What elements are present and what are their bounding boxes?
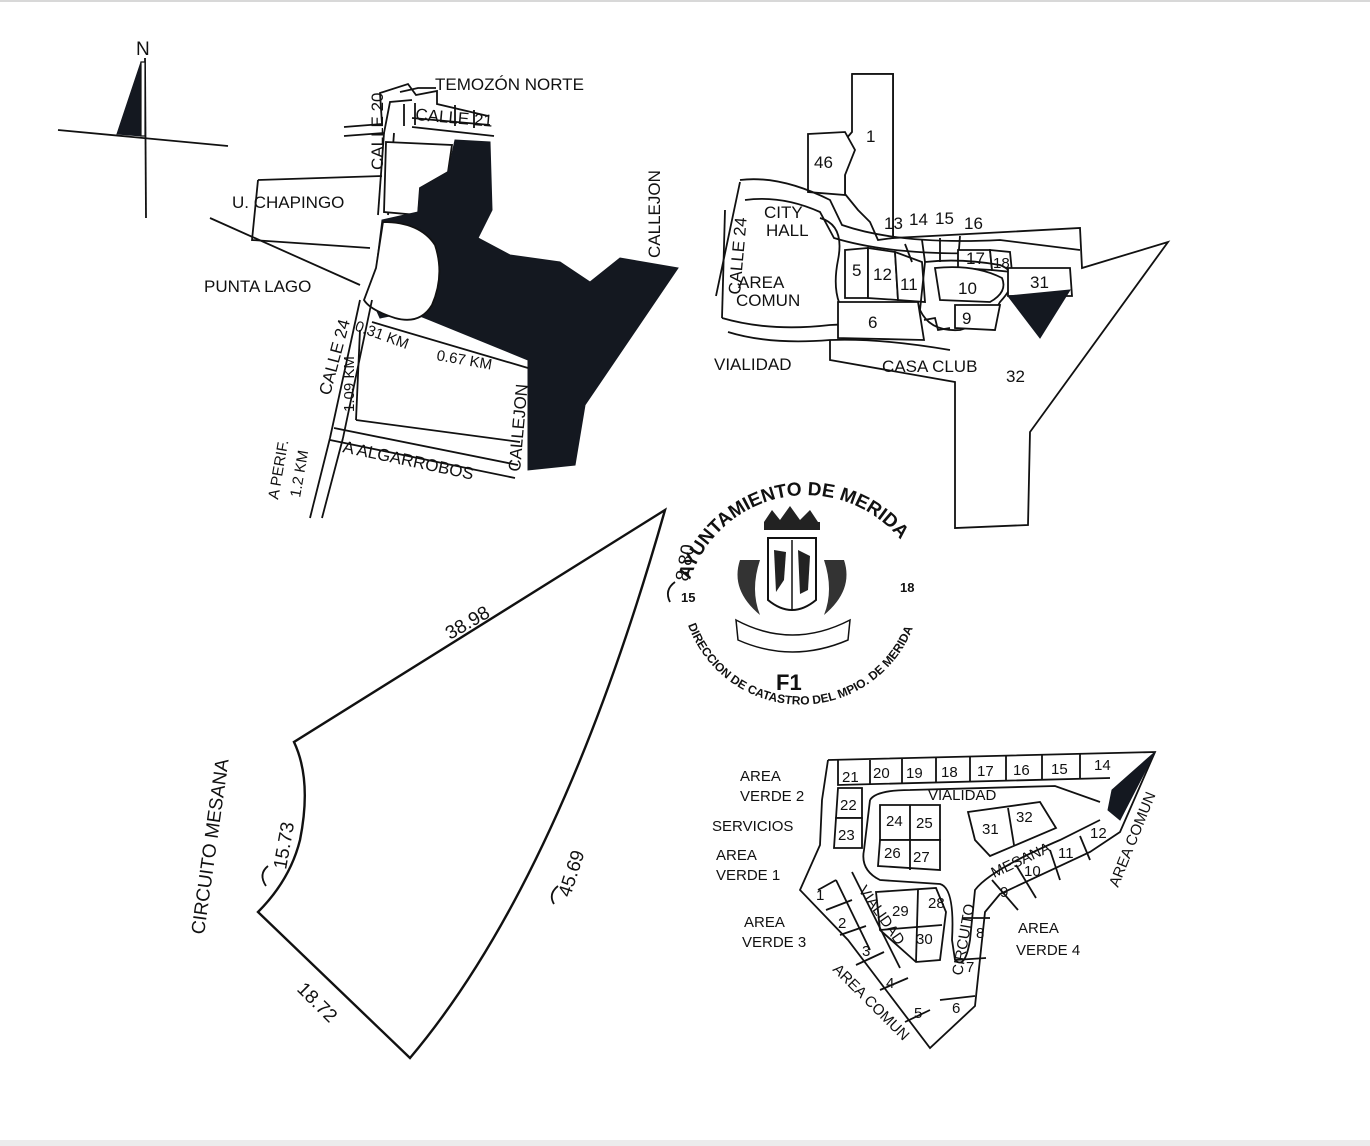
sub-lot-30: 30 — [916, 931, 933, 948]
area-verde-4-line1: AREA — [1018, 920, 1059, 937]
sub-lot-23: 23 — [838, 827, 855, 844]
sub-lot-9: 9 — [1000, 884, 1008, 901]
distance-12-label: 1.2 KM — [287, 449, 312, 499]
site-lot-10: 10 — [958, 279, 977, 298]
area-verde-3-line1: AREA — [744, 914, 785, 931]
site-lot-18: 18 — [993, 255, 1010, 272]
site-lot-1: 1 — [866, 127, 875, 146]
sub-lot-2: 2 — [838, 915, 846, 932]
side-top-dimension: 38.98 — [442, 602, 494, 644]
sub-vialidad-top: VIALIDAD — [928, 787, 997, 804]
sub-lot-8: 8 — [976, 925, 984, 942]
sub-lot-12: 12 — [1090, 825, 1107, 842]
north-label: N — [136, 39, 150, 60]
sub-lot-29: 29 — [892, 903, 909, 920]
sub-lot-16: 16 — [1013, 762, 1030, 779]
site-lot-32: 32 — [1006, 367, 1025, 386]
area-verde-2-line1: AREA — [740, 768, 781, 785]
sub-lot-26: 26 — [884, 845, 901, 862]
site-vialidad-label: VIALIDAD — [714, 355, 791, 374]
sub-lot-11: 11 — [1058, 845, 1074, 862]
site-map: 1 46 CITY HALL CALLE 24 AREA COMUN 13 14… — [714, 73, 1171, 529]
area-verde-3-line2: VERDE 3 — [742, 934, 806, 951]
sub-lot-17: 17 — [977, 763, 994, 780]
hall-label: HALL — [766, 221, 809, 240]
punta-lago-label: PUNTA LAGO — [204, 277, 311, 296]
sub-lot-27: 27 — [913, 849, 930, 866]
lot-plan: 38.98 45.69 18.72 15.73 8.80 CIRCUITO ME… — [188, 507, 699, 1060]
sub-lot-1: 1 — [816, 887, 824, 904]
area-verde-4-line2: VERDE 4 — [1016, 942, 1080, 959]
area-verde-2-line2: VERDE 2 — [740, 788, 804, 805]
sub-lot-15: 15 — [1051, 761, 1068, 778]
site-area-label: AREA — [738, 273, 785, 292]
sub-lot-21: 21 — [842, 769, 859, 786]
site-lot-9: 9 — [962, 309, 971, 328]
sub-lot-7: 7 — [966, 959, 974, 976]
distance-067-label: 0.67 KM — [435, 347, 493, 373]
location-map: TEMOZÓN NORTE CALLE 20 CALLE 21 CALLEJON… — [204, 75, 679, 519]
sub-lot-18: 18 — [941, 764, 958, 781]
sub-lot-19: 19 — [906, 765, 923, 782]
side-right-dimension: 45.69 — [555, 848, 590, 900]
sub-lot-24: 24 — [886, 813, 903, 830]
catastro-stamp: AYUNTAMIENTO DE MERIDA DIRECCION DE CATA… — [675, 479, 916, 708]
servicios-label: SERVICIOS — [712, 818, 793, 835]
sub-lot-10: 10 — [1024, 863, 1041, 880]
site-lot-16: 16 — [964, 214, 983, 233]
sub-lot-5: 5 — [914, 1005, 922, 1022]
sub-lot-28: 28 — [928, 895, 945, 912]
area-verde-1-line1: AREA — [716, 847, 757, 864]
a-algarrobos-label: A ALGARROBOS — [341, 437, 475, 483]
site-lot-11: 11 — [900, 275, 918, 294]
site-lot-46: 46 — [814, 153, 833, 172]
sub-lot-4: 4 — [886, 975, 894, 992]
top-border — [0, 0, 1370, 2]
site-lot-12: 12 — [873, 265, 892, 284]
subdivision-map: 21 20 19 18 17 16 15 14 AREA VERDE 2 22 … — [712, 751, 1159, 1050]
site-lot-14: 14 — [909, 210, 928, 229]
sub-lot-3: 3 — [862, 943, 870, 960]
bottom-border — [0, 1140, 1370, 1146]
circuito-mesana-label: CIRCUITO MESANA — [188, 757, 233, 936]
city-label: CITY — [764, 203, 803, 222]
sub-lot-32: 32 — [1016, 809, 1033, 826]
sub-lot-31: 31 — [982, 821, 999, 838]
site-lot-31: 31 — [1030, 273, 1049, 292]
distance-109-label: 1.09 KM — [341, 356, 358, 412]
stamp-left-number: 15 — [681, 590, 695, 605]
sub-lot-14: 14 — [1094, 757, 1111, 774]
callejon-right-label: CALLEJON — [645, 170, 664, 258]
sub-lot-22: 22 — [840, 797, 857, 814]
u-chapingo-label: U. CHAPINGO — [232, 193, 344, 212]
sub-area-comun-bottom: AREA COMUN — [829, 961, 912, 1044]
coat-of-arms-icon — [735, 506, 851, 653]
sub-lot-25: 25 — [916, 815, 933, 832]
site-comun-label: COMUN — [736, 291, 800, 310]
calle-20-label: CALLE 20 — [368, 93, 387, 171]
sub-lot-6: 6 — [952, 1000, 960, 1017]
sub-lot-20: 20 — [873, 765, 890, 782]
temozon-norte-label: TEMOZÓN NORTE — [435, 75, 584, 94]
stamp-right-number: 18 — [900, 580, 914, 595]
site-lot-17: 17 — [966, 249, 985, 268]
site-lot-15: 15 — [935, 209, 954, 228]
arc-left-dimension: 15.73 — [270, 820, 299, 870]
site-lot-6: 6 — [868, 313, 877, 332]
site-lot-13: 13 — [884, 214, 903, 233]
stamp-code: F1 — [776, 670, 802, 695]
north-arrow-icon: N — [57, 39, 229, 219]
site-lot-5: 5 — [852, 261, 861, 280]
area-verde-1-line2: VERDE 1 — [716, 867, 780, 884]
calle-21-label: CALLE 21 — [415, 105, 494, 131]
casa-club-label: CASA CLUB — [882, 357, 977, 376]
